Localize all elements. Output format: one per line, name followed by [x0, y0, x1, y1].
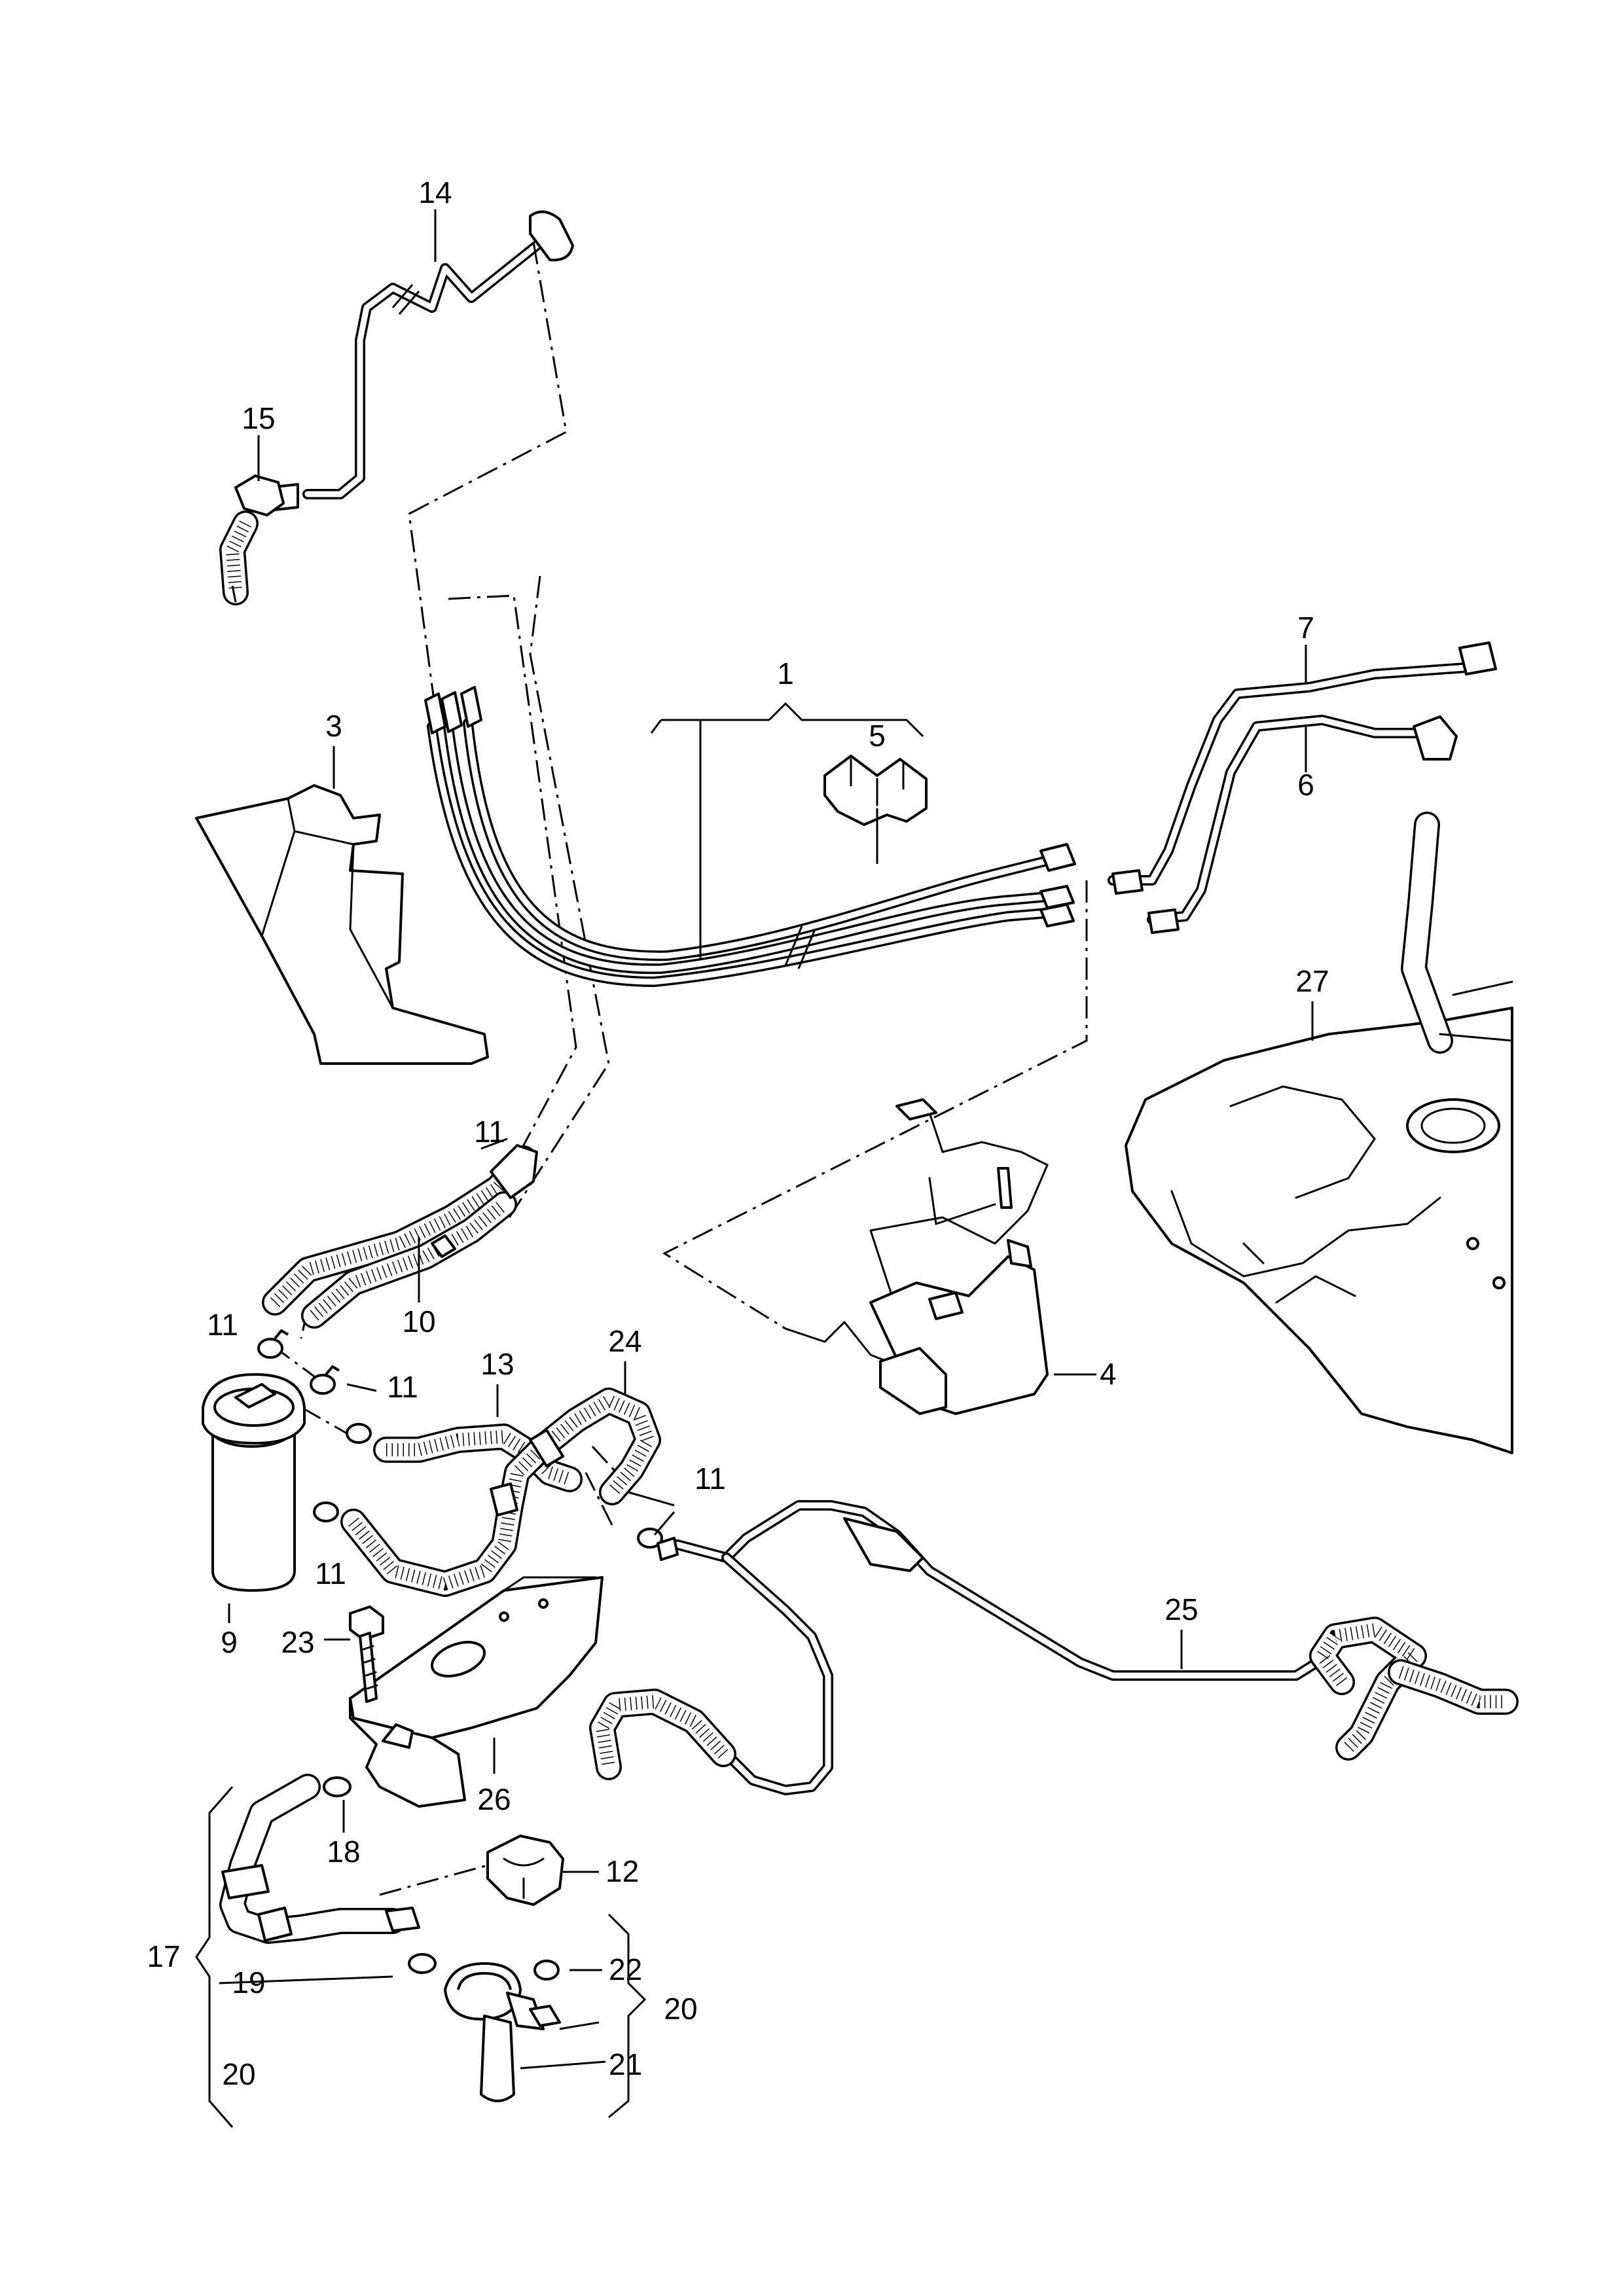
callout-5: 5 — [869, 719, 886, 753]
brace-17 — [195, 1786, 234, 2128]
leader-lines — [231, 209, 437, 603]
callout-20b: 20 — [664, 1992, 697, 2026]
callout-7: 7 — [1297, 611, 1314, 645]
lines-6-7 — [1108, 641, 1497, 934]
callout-21: 21 — [609, 2047, 642, 2081]
clip-12 — [486, 1835, 599, 1906]
fuel-filter-9 — [202, 1373, 306, 1623]
callout-13: 13 — [480, 1347, 514, 1381]
callout-17: 17 — [147, 1939, 180, 1973]
routing-dash-lines — [271, 242, 1088, 1896]
fuel-tank-27 — [1125, 812, 1513, 1454]
callout-11e: 11 — [695, 1462, 726, 1496]
callout-22: 22 — [609, 1952, 642, 1986]
valve-20 — [444, 1960, 606, 2102]
callout-18: 18 — [327, 1835, 360, 1869]
connector-15 — [219, 475, 285, 605]
callout-23: 23 — [281, 1625, 314, 1659]
module-4 — [784, 1098, 1096, 1415]
callout-20a: 20 — [222, 2057, 255, 2091]
clip-5 — [823, 755, 928, 864]
callout-10: 10 — [402, 1304, 435, 1338]
callout-11d: 11 — [315, 1556, 346, 1590]
line-bundle-1 — [424, 686, 1076, 987]
hose-10 — [262, 1138, 538, 1329]
callout-11b: 11 — [207, 1308, 238, 1342]
bolt-23 — [324, 1605, 384, 1703]
line-25 — [589, 1500, 1519, 1795]
bracket-3 — [195, 746, 489, 1065]
callout-9: 9 — [221, 1625, 238, 1659]
callout-25: 25 — [1164, 1592, 1198, 1626]
callout-24: 24 — [608, 1324, 641, 1358]
callout-12: 12 — [605, 1854, 639, 1888]
callout-11a: 11 — [474, 1115, 505, 1149]
callout-15: 15 — [242, 401, 275, 435]
callout-4: 4 — [1100, 1357, 1117, 1391]
callout-27: 27 — [1295, 964, 1329, 998]
callout-26: 26 — [477, 1782, 511, 1816]
callout-6: 6 — [1297, 768, 1314, 802]
hoses-13-24 — [340, 1361, 661, 1597]
shield-26 — [349, 1576, 604, 1808]
callout-19: 19 — [232, 1965, 265, 2000]
hose-17-assembly — [219, 1774, 437, 1984]
line-14 — [267, 210, 574, 512]
callout-1: 1 — [777, 656, 794, 691]
callout-labels: 1 3 4 5 6 7 9 10 11 11 11 11 11 12 13 14… — [147, 175, 1329, 2091]
callout-11c: 11 — [387, 1370, 418, 1404]
callout-14: 14 — [418, 175, 452, 209]
callout-3: 3 — [325, 709, 342, 743]
brace-20 — [607, 1913, 647, 2119]
